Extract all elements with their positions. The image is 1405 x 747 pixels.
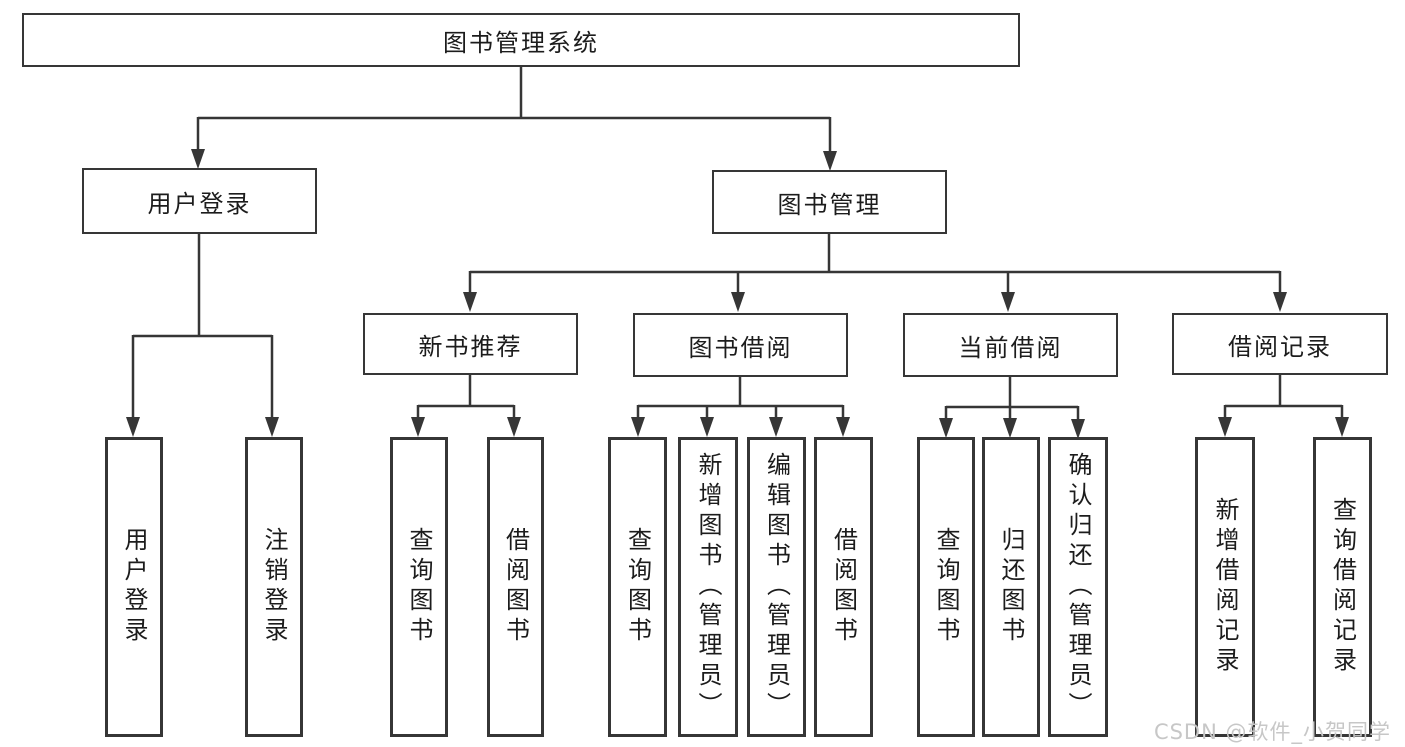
- node-leaf-query-books-current-label: 查询图书: [932, 527, 960, 647]
- node-library-system: 图书管理系统: [22, 13, 1020, 67]
- node-leaf-borrow-books-rec-label: 借阅图书: [501, 527, 530, 647]
- node-leaf-add-books-admin-label: 新增图书（管理员）: [694, 452, 722, 722]
- node-leaf-query-books-borrow: 查询图书: [608, 437, 667, 737]
- node-leaf-borrow-books-rec: 借阅图书: [487, 437, 544, 737]
- node-borrow-records-label: 借阅记录: [1228, 332, 1332, 361]
- node-borrow-records: 借阅记录: [1172, 313, 1388, 375]
- node-book-management-label: 图书管理: [777, 190, 882, 219]
- node-leaf-query-borrow-record: 查询借阅记录: [1313, 437, 1372, 737]
- node-user-login: 用户登录: [82, 168, 317, 234]
- node-leaf-logout: 注销登录: [245, 437, 303, 737]
- node-leaf-query-books-borrow-label: 查询图书: [623, 527, 652, 647]
- node-current-borrow: 当前借阅: [903, 313, 1118, 377]
- node-leaf-confirm-return-admin: 确认归还（管理员）: [1048, 437, 1108, 737]
- csdn-watermark: CSDN @软件_小贺同学: [1153, 720, 1391, 744]
- node-leaf-query-books-rec-label: 查询图书: [405, 527, 433, 647]
- node-leaf-query-books-current: 查询图书: [917, 437, 975, 737]
- node-leaf-user-login: 用户登录: [105, 437, 163, 737]
- node-leaf-edit-books-admin: 编辑图书（管理员）: [747, 437, 806, 737]
- node-leaf-query-books-rec: 查询图书: [390, 437, 448, 737]
- node-leaf-add-books-admin: 新增图书（管理员）: [678, 437, 738, 737]
- node-current-borrow-label: 当前借阅: [958, 333, 1063, 362]
- node-book-management: 图书管理: [712, 170, 947, 234]
- node-user-login-label: 用户登录: [147, 189, 252, 218]
- node-book-borrow-label: 图书借阅: [688, 333, 793, 362]
- node-leaf-query-borrow-record-label: 查询借阅记录: [1328, 497, 1357, 677]
- node-new-book-recommend: 新书推荐: [363, 313, 578, 375]
- node-leaf-return-books-label: 归还图书: [997, 527, 1025, 647]
- node-book-borrow: 图书借阅: [633, 313, 848, 377]
- node-leaf-confirm-return-admin-label: 确认归还（管理员）: [1064, 452, 1092, 722]
- node-leaf-edit-books-admin-label: 编辑图书（管理员）: [762, 452, 791, 722]
- node-leaf-add-borrow-record-label: 新增借阅记录: [1211, 497, 1239, 677]
- node-leaf-user-login-label: 用户登录: [120, 527, 148, 647]
- node-leaf-logout-label: 注销登录: [260, 527, 288, 647]
- node-leaf-add-borrow-record: 新增借阅记录: [1195, 437, 1255, 737]
- node-library-system-label: 图书管理系统: [443, 28, 599, 57]
- node-new-book-recommend-label: 新书推荐: [418, 332, 523, 361]
- node-leaf-return-books: 归还图书: [982, 437, 1040, 737]
- node-leaf-borrow-books-label: 借阅图书: [829, 527, 858, 647]
- node-leaf-borrow-books: 借阅图书: [814, 437, 873, 737]
